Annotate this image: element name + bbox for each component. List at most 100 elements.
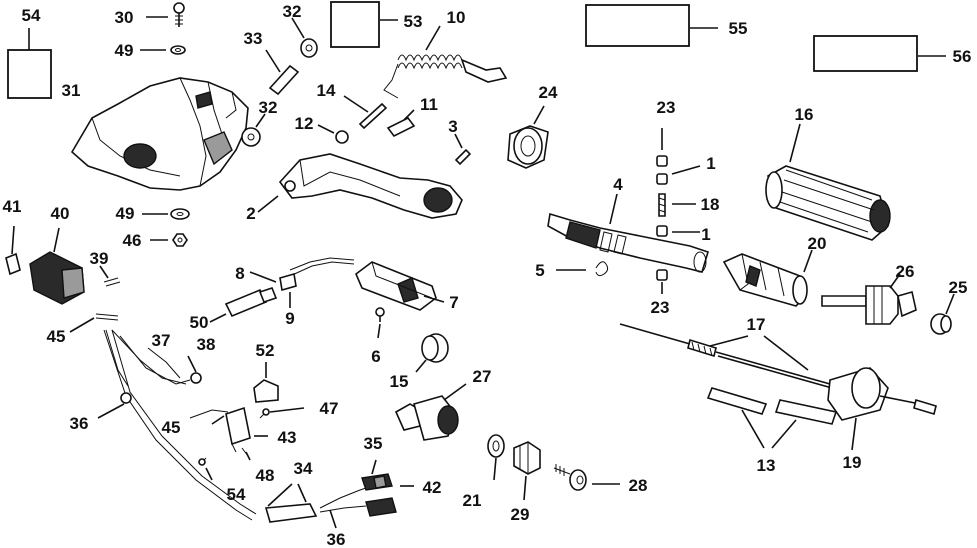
cover-52: [253, 362, 279, 403]
nut-46: [150, 233, 188, 247]
spring-10: [383, 25, 508, 99]
box-53: [330, 1, 398, 48]
callout-50: 50: [190, 313, 209, 332]
callout-25: 25: [949, 278, 968, 297]
switch-26: [821, 273, 917, 325]
callout-10: 10: [447, 8, 466, 27]
callout-36-lower: 36: [327, 530, 346, 548]
callout-9: 9: [285, 309, 294, 328]
grip-16: [765, 123, 891, 241]
callout-31: 31: [62, 81, 81, 100]
callout-11: 11: [420, 95, 438, 114]
plug-50: [209, 287, 278, 323]
callout-23-top: 23: [657, 98, 676, 117]
callout-53: 53: [404, 12, 423, 31]
detent-parts-23-1-18: [656, 128, 701, 294]
wire-37-38: [147, 347, 202, 384]
screw-30: [146, 2, 185, 27]
callout-27: 27: [473, 367, 492, 386]
callout-49-lower: 49: [116, 204, 135, 223]
callout-26: 26: [896, 262, 915, 281]
pin-14: [343, 95, 388, 130]
callout-40: 40: [51, 204, 70, 223]
callout-46: 46: [123, 231, 142, 250]
callout-49: 49: [115, 41, 134, 60]
cable-17: [619, 323, 937, 421]
callout-23-lower: 23: [651, 298, 670, 317]
callout-33: 33: [244, 29, 263, 48]
callout-39: 39: [90, 249, 109, 268]
nut-29: [513, 441, 541, 501]
callout-38: 38: [197, 335, 216, 354]
washer-49-top: [140, 45, 186, 55]
leader-19: [851, 417, 857, 451]
callout-19: 19: [843, 453, 862, 472]
pin-3: [454, 133, 472, 166]
box-54-top: [7, 28, 52, 99]
screw-47-48-54: [198, 407, 305, 481]
callout-35: 35: [364, 434, 383, 453]
sleeve-24: [507, 105, 549, 169]
callout-29: 29: [511, 505, 530, 524]
clip-11: [386, 109, 416, 138]
washer-21: [487, 434, 505, 481]
switch-27: [394, 383, 467, 441]
callout-2: 2: [246, 204, 255, 223]
harness-36: [97, 329, 257, 521]
callout-15: 15: [390, 372, 409, 391]
shaft-4: [547, 193, 709, 273]
callout-4: 4: [613, 175, 623, 194]
callout-48: 48: [256, 466, 275, 485]
pigtail-34-35-42: [264, 459, 414, 529]
callout-34: 34: [294, 459, 313, 478]
lever-assy-7-8-9: [249, 257, 445, 311]
callout-28: 28: [629, 476, 648, 495]
callout-6: 6: [371, 347, 380, 366]
pin-33: [265, 49, 300, 96]
switch-43: [189, 406, 268, 453]
callout-13: 13: [757, 456, 776, 475]
callout-54-lower: 54: [227, 485, 246, 504]
callout-32: 32: [283, 2, 302, 21]
callout-3: 3: [448, 117, 457, 136]
washer-32-top: [291, 17, 318, 58]
box-55: [585, 4, 718, 47]
spring-clip-5: [556, 261, 609, 277]
control-arm-2: [257, 153, 463, 219]
callout-14: 14: [317, 81, 336, 100]
callout-5: 5: [535, 261, 544, 280]
pin-39-45: [69, 265, 121, 333]
callout-45: 45: [47, 327, 66, 346]
callout-47: 47: [320, 399, 339, 418]
screw-6: [375, 307, 385, 339]
control-housing-31: [70, 77, 249, 191]
box-56: [813, 35, 946, 72]
callout-37: 37: [152, 331, 171, 350]
callout-12: 12: [295, 114, 314, 133]
callout-7: 7: [449, 293, 458, 312]
callout-54: 54: [22, 6, 41, 25]
washer-12: [317, 124, 349, 144]
callout-41: 41: [3, 197, 22, 216]
callout-55: 55: [729, 19, 748, 38]
callout-42: 42: [423, 478, 442, 497]
callout-30: 30: [115, 8, 134, 27]
callout-32-lower: 32: [259, 98, 278, 117]
tubes-13: [706, 387, 838, 449]
callout-24: 24: [539, 83, 558, 102]
callout-8: 8: [235, 264, 244, 283]
callout-17: 17: [747, 315, 766, 334]
callout-36: 36: [70, 414, 89, 433]
bushing-15: [415, 333, 449, 373]
connector-40-41: [5, 225, 85, 305]
callout-16: 16: [795, 105, 814, 124]
callout-56: 56: [953, 47, 972, 66]
callout-20: 20: [808, 234, 827, 253]
washer-49-lower: [142, 208, 190, 220]
knob-28: [553, 464, 620, 491]
callout-1-top: 1: [706, 154, 715, 173]
washer-32-mid: [241, 113, 266, 147]
callout-1-lower: 1: [701, 225, 710, 244]
callout-18: 18: [701, 195, 720, 214]
